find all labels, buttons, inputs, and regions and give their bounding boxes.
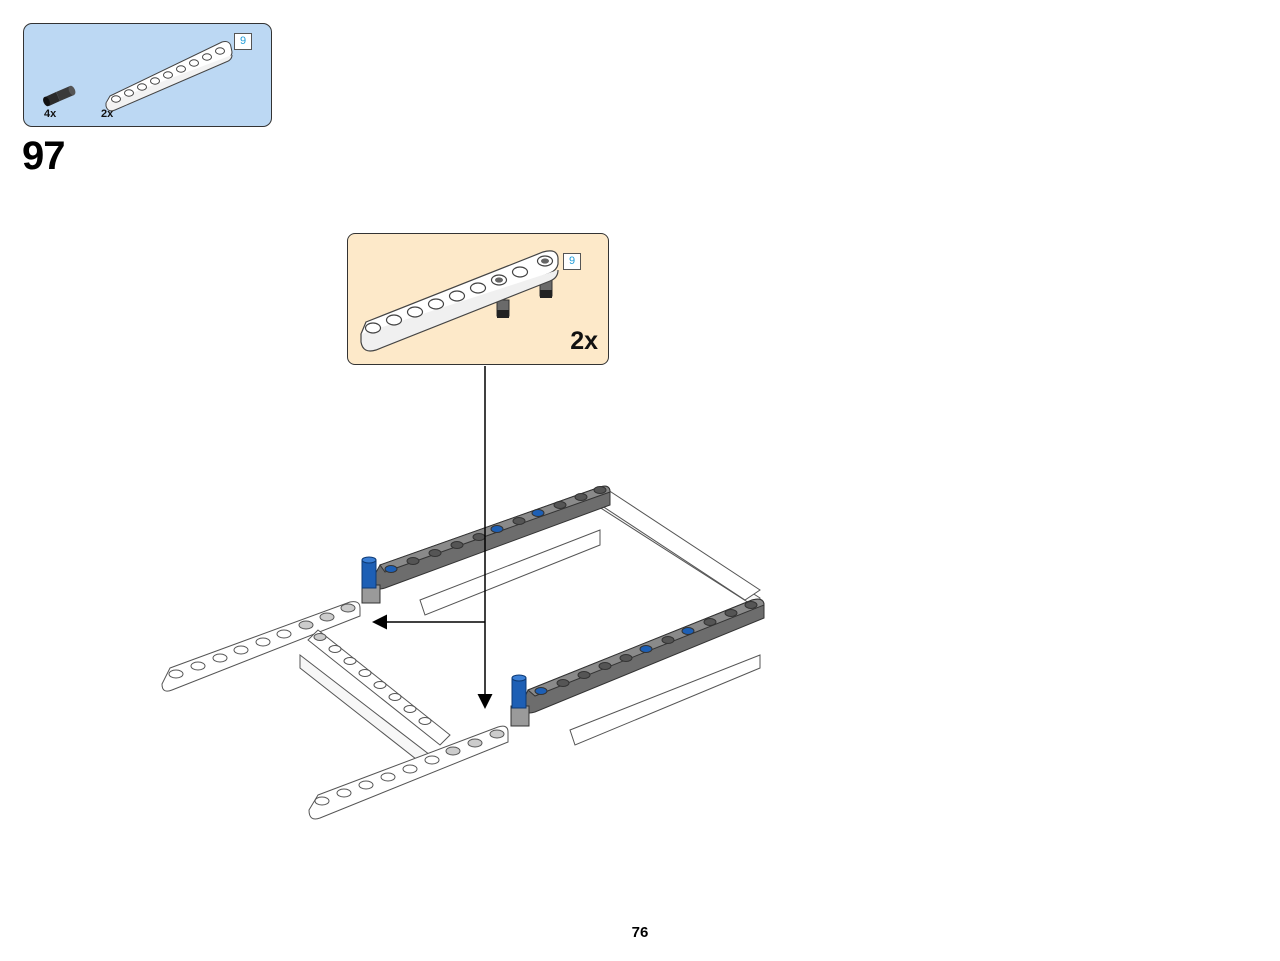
left-front-white-beam — [308, 725, 509, 820]
parts-list-art — [43, 41, 233, 112]
front-support-block — [569, 654, 761, 746]
subassembly-length-tag: 9 — [563, 253, 581, 270]
blue-pin-rear — [361, 556, 381, 604]
front-gray-beam — [521, 598, 765, 714]
subassembly-beam-icon — [360, 250, 559, 352]
assembly-arrows — [372, 366, 493, 709]
page-number: 76 — [631, 924, 649, 941]
friction-pin-icon — [43, 85, 76, 107]
pin-quantity: 4x — [44, 108, 57, 120]
rear-support-block — [419, 529, 601, 616]
subassembly-callout: 9 2x — [347, 233, 609, 365]
beam-length-tag: 9 — [234, 33, 252, 50]
rear-gray-beam — [371, 485, 611, 590]
right-white-beam — [589, 487, 761, 611]
blue-pin-front — [510, 674, 530, 727]
subassembly-art — [360, 250, 559, 352]
subassembly-quantity: 2x — [570, 327, 598, 355]
beam-9-icon — [105, 41, 233, 112]
left-rear-white-beam — [161, 601, 361, 692]
beam-quantity: 2x — [101, 108, 114, 120]
parts-list-callout: 4x 2x 9 — [23, 23, 272, 127]
step-number: 97 — [22, 134, 65, 178]
inner-diagonal-white-beam — [299, 629, 451, 772]
